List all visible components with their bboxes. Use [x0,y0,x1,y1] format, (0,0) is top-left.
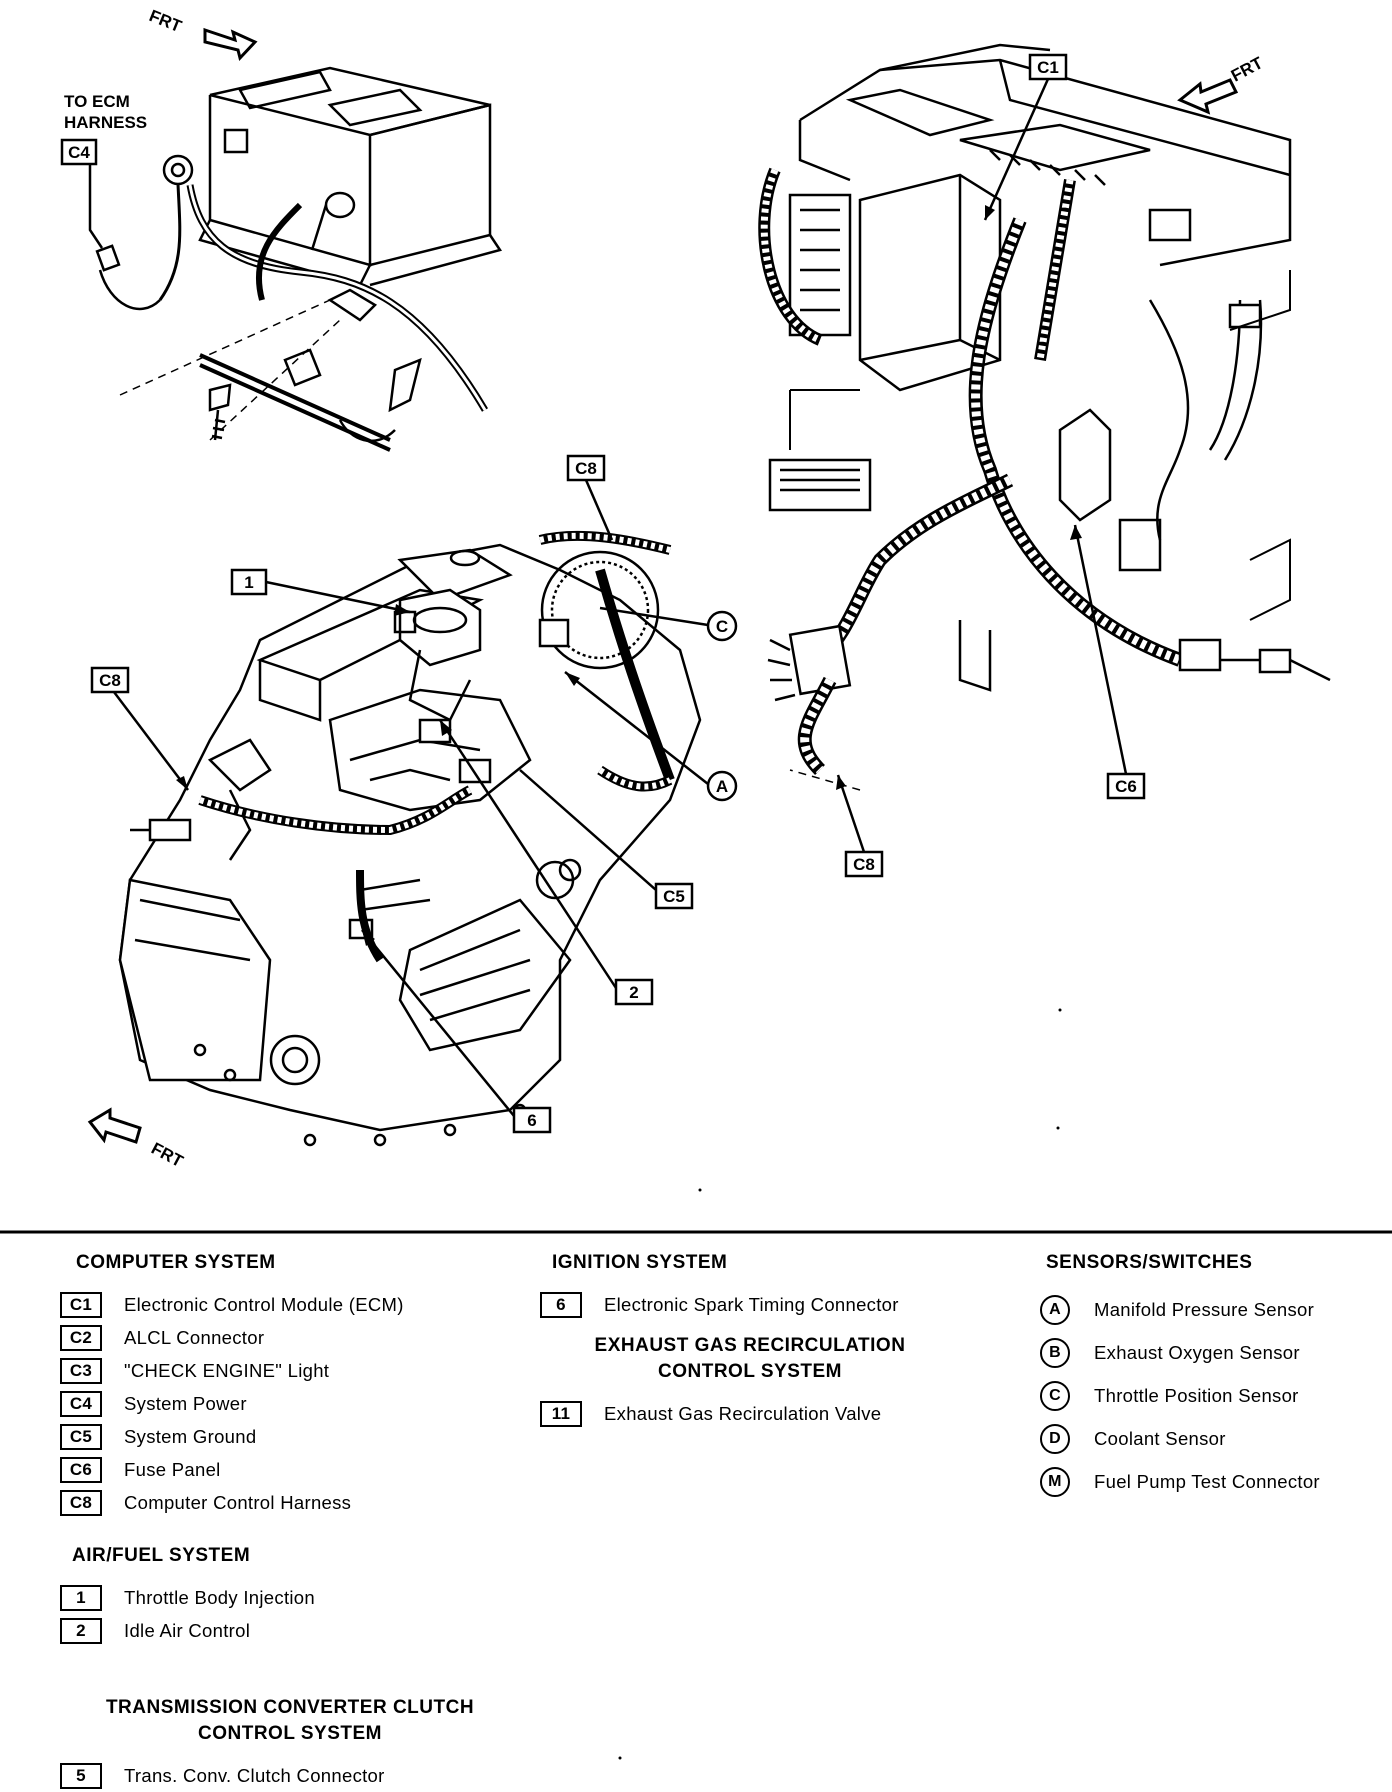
frt-label: FRT [148,1139,187,1172]
svg-text:C5: C5 [663,887,685,906]
svg-text:HARNESS: HARNESS [64,113,147,132]
legend-item-c3: C3"CHECK ENGINE" Light [60,1354,520,1387]
frt-arrow-top-right: FRT [1177,53,1267,115]
callout-c-circle: C [599,606,738,642]
svg-text:C1: C1 [1037,58,1059,77]
frt-arrow-top-left: FRT [147,6,258,62]
callout-a-circle: A [564,671,738,802]
frt-label: FRT [1228,53,1267,86]
section-title-tcc-line1: TRANSMISSION CONVERTER CLUTCH [105,1697,475,1718]
section-title-ignition-system: IGNITION SYSTEM [552,1252,728,1273]
svg-text:C4: C4 [68,143,90,162]
callout-c8-right: C8 [836,774,884,878]
section-title-tcc-line2: CONTROL SYSTEM [198,1723,382,1744]
callout-c6: C6 [1070,524,1146,800]
svg-text:1: 1 [244,573,253,592]
callout-c4: C4 [60,138,98,166]
battery-illustration [88,66,503,452]
svg-text:TO ECM: TO ECM [64,92,130,111]
callout-2: 2 [438,719,654,1006]
svg-text:A: A [716,777,728,796]
section-title-sensors-switches: SENSORS/SWITCHES [1046,1252,1253,1273]
section-title-air-fuel-system: AIR/FUEL SYSTEM [72,1545,251,1566]
front-direction-arrow-icon [87,1107,142,1144]
svg-text:C8: C8 [853,855,875,874]
engine-illustration [118,530,702,1147]
svg-text:6: 6 [527,1111,536,1130]
svg-text:C8: C8 [575,459,597,478]
callout-1: 1 [230,568,411,616]
svg-text:C8: C8 [99,671,121,690]
callout-c1: C1 [983,53,1068,221]
frt-label: FRT [147,6,185,36]
svg-text:C6: C6 [1115,777,1137,796]
callout-6: 6 [361,929,552,1134]
callout-c5: C5 [519,769,694,910]
frt-arrow-bottom-left: FRT [87,1107,187,1172]
svg-text:2: 2 [629,983,638,1002]
callout-c8-top: C8 [566,454,614,541]
to-ecm-harness-label: TO ECM HARNESS [64,92,147,132]
fuse-panel-illustration [758,43,1331,791]
front-direction-arrow-icon [203,27,258,62]
section-title-computer-system: COMPUTER SYSTEM [76,1252,276,1273]
front-direction-arrow-icon [1177,78,1239,115]
section-title-egr-line1: EXHAUST GAS RECIRCULATION [594,1335,906,1356]
section-title-egr-line2: CONTROL SYSTEM [658,1361,842,1382]
callout-c8-left: C8 [90,666,189,791]
svg-text:C: C [716,617,728,636]
